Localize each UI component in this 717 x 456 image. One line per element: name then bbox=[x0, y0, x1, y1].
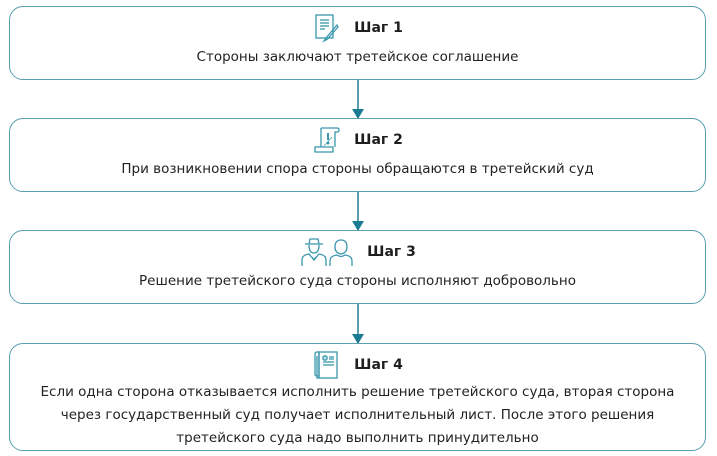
step-4-title: Шаг 4 bbox=[354, 357, 403, 373]
step-2-text: При возникновении спора стороны обращают… bbox=[121, 161, 594, 177]
step-4-box: Шаг 4 Если одна сторона отказывается исп… bbox=[9, 343, 706, 451]
arrow-2-to-3 bbox=[352, 192, 364, 231]
step-2-header: Шаг 2 bbox=[312, 125, 403, 155]
step-1-box: Шаг 1 Стороны заключают третейское согла… bbox=[9, 6, 706, 80]
step-3-title: Шаг 3 bbox=[367, 244, 416, 260]
step-4-header: Шаг 4 bbox=[312, 350, 403, 380]
arrow-3-to-4 bbox=[352, 304, 364, 344]
step-2-box: Шаг 2 При возникновении спора стороны об… bbox=[9, 118, 706, 192]
step-3-header: Шаг 3 bbox=[299, 237, 416, 267]
arrow-1-to-2 bbox=[352, 80, 364, 119]
document-pen-icon bbox=[315, 14, 339, 43]
step-3-box: Шаг 3 Решение третейского суда стороны и… bbox=[9, 230, 706, 304]
two-people-icon bbox=[301, 238, 353, 266]
step-1-header: Шаг 1 bbox=[312, 13, 403, 43]
scroll-exclamation-icon bbox=[314, 127, 340, 153]
step-1-text: Стороны заключают третейское соглашение bbox=[196, 49, 519, 65]
step-3-text: Решение третейского суда стороны исполня… bbox=[139, 273, 576, 289]
step-1-title: Шаг 1 bbox=[354, 20, 403, 36]
step-4-text: Если одна сторона отказывается исполнить… bbox=[40, 384, 675, 446]
official-document-icon bbox=[314, 351, 338, 379]
step-2-title: Шаг 2 bbox=[354, 132, 403, 148]
